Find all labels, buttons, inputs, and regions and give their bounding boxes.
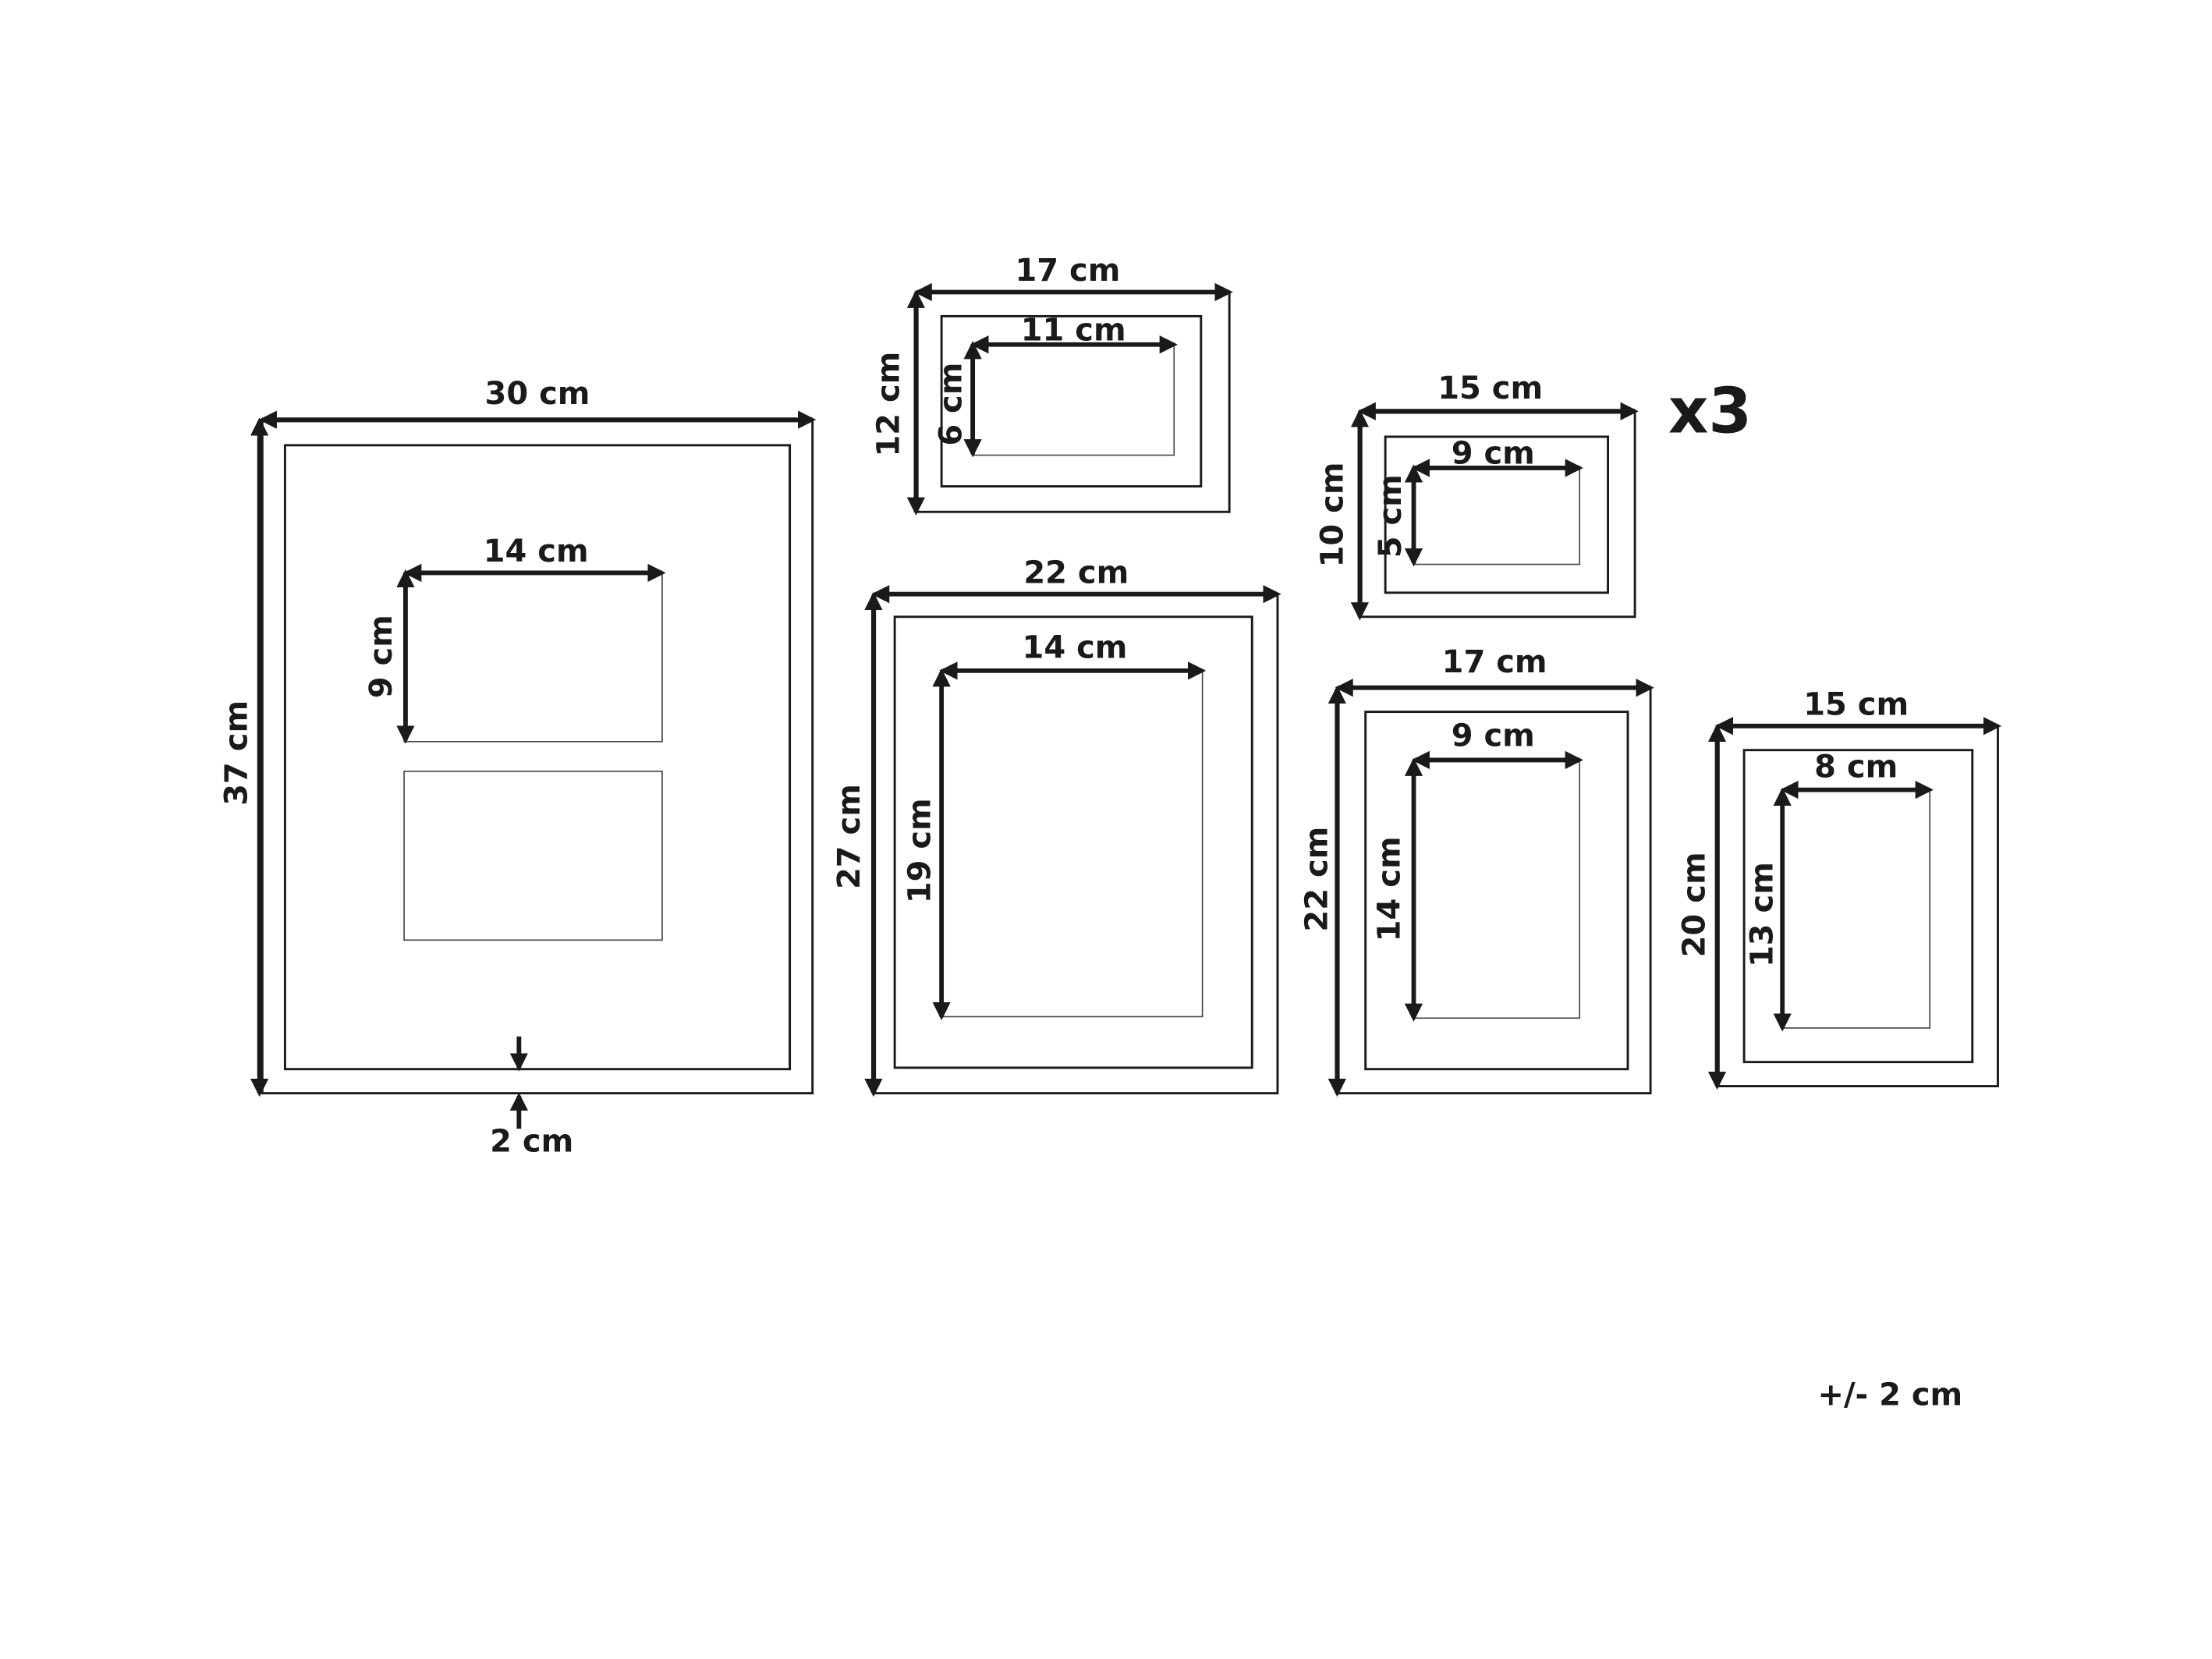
outer-height-label: 20 cm: [1676, 852, 1712, 957]
outer-width-label: 17 cm: [1442, 644, 1547, 680]
photo-window-top: [403, 572, 663, 743]
frame-17x12: 17 cm 12 cm 11 cm 6 cm: [871, 253, 1233, 516]
frame-30x37: 30 cm 37 cm 14 cm 9 cm 2 cm: [218, 376, 817, 1159]
outer-height-label: 27 cm: [831, 784, 867, 889]
inner-width-label: 8 cm: [1814, 749, 1898, 785]
mat: [1384, 435, 1610, 594]
outer-width-label: 22 cm: [1023, 555, 1129, 590]
photo-window: [1414, 466, 1581, 565]
inner-width-label: 11 cm: [1021, 312, 1126, 348]
photo-window: [1414, 759, 1581, 1019]
frame-15x10: 15 cm 10 cm 9 cm 5 cm x3: [1315, 370, 1752, 621]
inner-width-label: 9 cm: [1452, 718, 1535, 753]
outer-height-label: 22 cm: [1299, 827, 1335, 932]
mat: [893, 615, 1253, 1069]
mat: [940, 314, 1203, 488]
inner-width-label: 14 cm: [484, 534, 589, 569]
frame-17x22: 17 cm 22 cm 9 cm 14 cm: [1299, 644, 1654, 1097]
inner-height-label: 19 cm: [902, 798, 938, 903]
photo-window-bottom: [403, 771, 663, 941]
inner-width-label: 14 cm: [1023, 630, 1128, 666]
outer-frame: [261, 420, 814, 1095]
inner-height-label: 6 cm: [934, 363, 970, 446]
photo-window: [973, 343, 1175, 456]
frame-15x20: 15 cm 20 cm 8 cm 13 cm: [1676, 686, 2002, 1090]
photo-window: [942, 670, 1203, 1018]
inner-height-label: 14 cm: [1371, 836, 1407, 941]
outer-width-label: 15 cm: [1437, 370, 1543, 406]
mat: [1742, 749, 1974, 1064]
outer-width-label: 17 cm: [1015, 253, 1120, 289]
inner-height-label: 9 cm: [363, 615, 399, 698]
tolerance-note: +/- 2 cm: [1817, 1377, 1962, 1413]
outer-height-label: 12 cm: [871, 352, 907, 457]
inner-width-label: 9 cm: [1452, 436, 1535, 472]
mat: [283, 444, 792, 1071]
outer-width-label: 30 cm: [485, 376, 590, 412]
border-label: 2 cm: [490, 1123, 573, 1159]
outer-height-label: 37 cm: [218, 700, 254, 806]
inner-height-label: 13 cm: [1745, 862, 1781, 967]
outer-width-label: 15 cm: [1803, 686, 1909, 722]
outer-height-label: 10 cm: [1315, 462, 1351, 567]
inner-height-label: 5 cm: [1373, 474, 1409, 558]
photo-window: [1783, 789, 1931, 1029]
frame-22x27: 22 cm 27 cm 14 cm 19 cm: [831, 555, 1281, 1097]
mat: [1364, 711, 1629, 1071]
quantity-label: x3: [1668, 375, 1752, 448]
